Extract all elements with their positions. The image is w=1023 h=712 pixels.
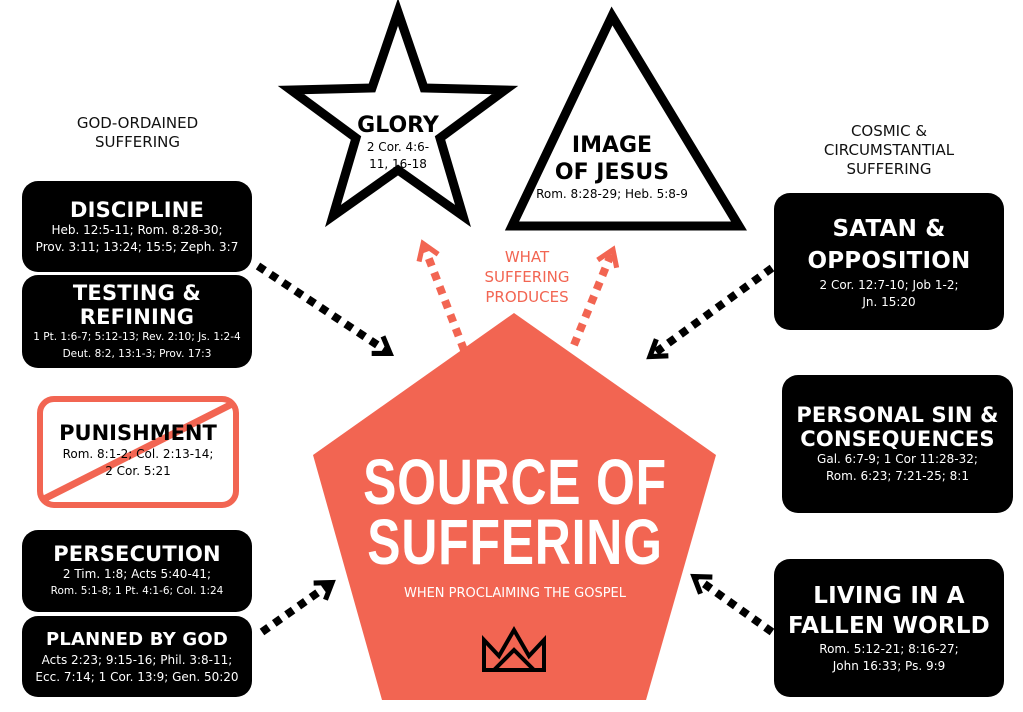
box-title: SATAN & [832,215,946,242]
fallen-world-box: LIVING IN A FALLEN WORLD Rom. 5:12-21; 8… [774,559,1004,697]
glory-text: GLORY 2 Cor. 4:6-11, 16-18 [338,112,458,173]
box-refs: Rom. 5:1-8; 1 Pt. 4:1-6; Col. 1:24 [50,585,224,597]
produces-label: WHAT SUFFERING PRODUCES [484,248,570,306]
box-refs: Rom. 6:23; 7:21-25; 8:1 [826,469,969,483]
box-refs: John 16:33; Ps. 9:9 [832,659,946,673]
box-refs: Rom. 5:12-21; 8:16-27; [819,642,959,656]
satan-box: SATAN & OPPOSITION 2 Cor. 12:7-10; Job 1… [774,193,1004,330]
box-title: TESTING & [72,280,202,305]
source-title: SOURCE OF SUFFERING [358,446,672,578]
discipline-box: DISCIPLINE Heb. 12:5-11; Rom. 8:28-30; P… [22,181,252,272]
arrow-right-top [646,264,775,360]
box-title: REFINING [79,304,195,329]
box-refs: Prov. 3:11; 13:24; 15:5; Zeph. 3:7 [35,239,239,254]
image-text: IMAGE OF JESUS Rom. 8:28-29; Heb. 5:8-9 [532,132,692,203]
box-refs: Heb. 12:5-11; Rom. 8:28-30; [51,222,223,237]
box-refs: Ecc. 7:14; 1 Cor. 13:9; Gen. 50:20 [35,669,239,684]
crown-icon [482,625,546,672]
image-refs: Rom. 8:28-29; Heb. 5:8-9 [536,187,688,201]
planned-box: PLANNED BY GOD Acts 2:23; 9:15-16; Phil.… [22,616,252,697]
box-refs: 1 Pt. 1:6-7; 5:12-13; Rev. 2:10; Js. 1:2… [33,330,241,343]
source-subtitle: WHEN PROCLAIMING THE GOSPEL [403,586,627,601]
box-title: CONSEQUENCES [800,427,995,451]
persecution-box: PERSECUTION 2 Tim. 1:8; Acts 5:40-41; Ro… [22,530,252,612]
box-refs: Gal. 6:7-9; 1 Cor 11:28-32; [817,452,978,466]
box-title: PERSONAL SIN & [796,403,999,427]
image-title-2: OF JESUS [554,160,670,185]
glory-title: GLORY [357,113,439,138]
arrow-left-top [255,262,394,357]
box-title: OPPOSITION [807,247,971,274]
box-refs: 2 Cor. 12:7-10; Job 1-2; [819,277,959,292]
punishment-box: PUNISHMENT Rom. 8:1-2; Col. 2:13-14; 2 C… [40,420,236,480]
left-heading: GOD-ORDAINED SUFFERING [76,114,199,151]
arrow-right-bottom [690,573,775,636]
source-pentagon [313,313,716,700]
testing-box: TESTING & REFINING 1 Pt. 1:6-7; 5:12-13;… [22,275,252,368]
glory-star [277,0,519,228]
title-line-1: SOURCE OF [363,446,667,518]
arrow-to-glory [416,239,468,352]
image-triangle [504,6,747,231]
box-refs: Acts 2:23; 9:15-16; Phil. 3:8-11; [41,652,233,667]
box-refs: 2 Cor. 5:21 [105,464,171,478]
title-line-2: SUFFERING [367,506,663,578]
box-title: DISCIPLINE [69,197,205,222]
box-refs: 2 Tim. 1:8; Acts 5:40-41; [62,567,212,581]
box-refs: Rom. 8:1-2; Col. 2:13-14; [62,447,214,461]
box-title: LIVING IN A [813,583,965,609]
arrow-to-image [570,245,620,347]
box-refs: Jn. 15:20 [862,294,916,309]
punishment-slash [40,400,234,504]
box-title: PUNISHMENT [59,421,217,445]
glory-refs: 2 Cor. 4:6-11, 16-18 [366,140,430,171]
personal-sin-box: PERSONAL SIN & CONSEQUENCES Gal. 6:7-9; … [782,375,1013,513]
box-refs: Deut. 8:2, 13:1-3; Prov. 17:3 [62,347,212,360]
box-title: PERSECUTION [53,542,221,566]
box-title: FALLEN WORLD [788,613,990,639]
box-title: PLANNED BY GOD [45,628,229,650]
image-title-1: IMAGE [571,133,653,158]
right-heading: COSMIC & CIRCUMSTANTIAL SUFFERING [823,122,955,178]
